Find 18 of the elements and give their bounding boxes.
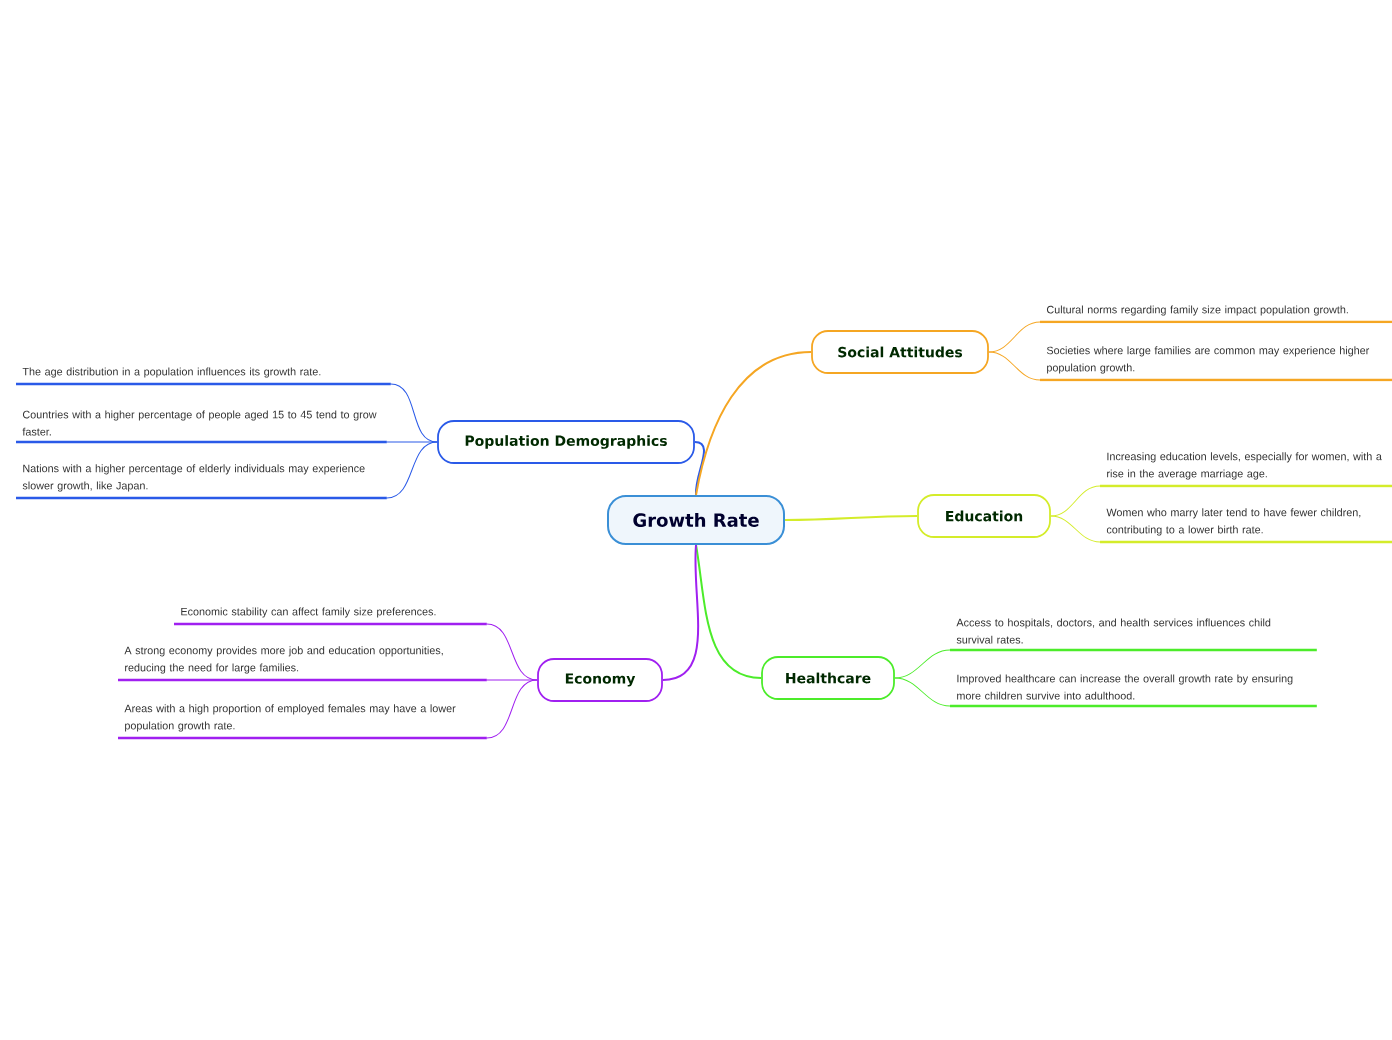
branch-line <box>386 441 438 443</box>
branch-line <box>390 383 438 443</box>
branch-line <box>386 441 438 499</box>
branch-line <box>695 544 763 679</box>
branch-line <box>894 649 951 679</box>
branch-line <box>1050 485 1101 517</box>
branch-line <box>1050 515 1101 543</box>
branch-line <box>486 679 538 739</box>
branch-line <box>486 623 538 681</box>
branch-line <box>486 679 538 681</box>
branch-line <box>695 351 813 496</box>
branch-line <box>894 677 951 707</box>
branch-line <box>988 351 1041 381</box>
branch-line <box>661 544 700 681</box>
branch-line <box>988 321 1041 353</box>
branch-line <box>784 515 919 521</box>
central-topic-box: Growth Rate <box>607 495 785 545</box>
branch-line <box>693 441 705 496</box>
